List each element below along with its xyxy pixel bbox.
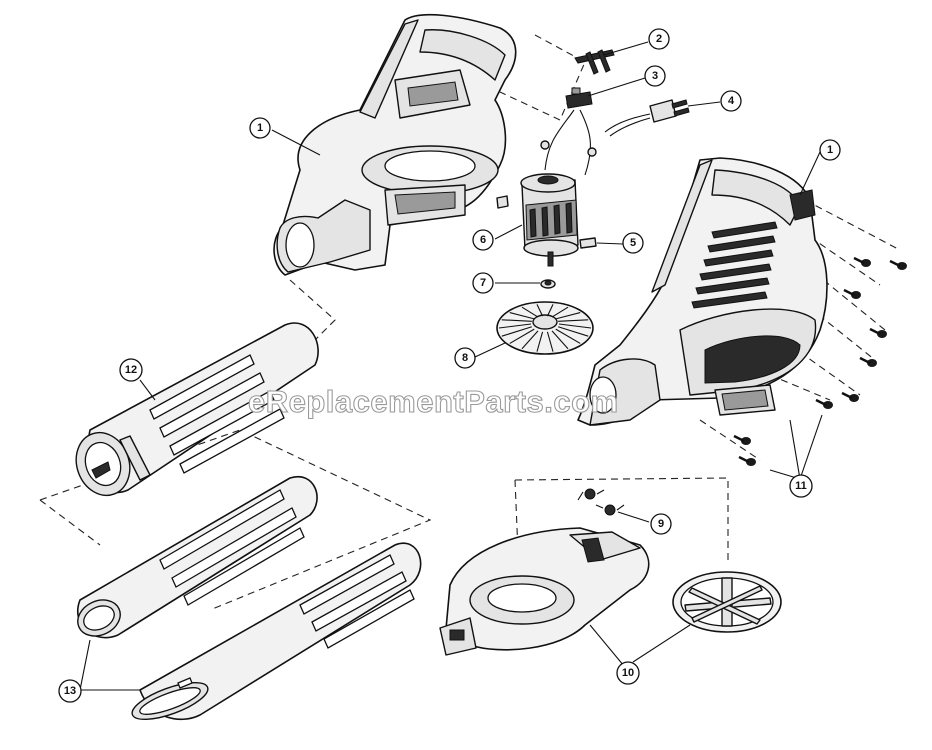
callout-6-label: 6 bbox=[480, 234, 486, 246]
callout-4-label: 4 bbox=[728, 95, 735, 107]
callout-5-label: 5 bbox=[630, 237, 636, 249]
callout-10-label: 10 bbox=[622, 667, 634, 679]
impeller-fan bbox=[496, 301, 594, 355]
fan-blade bbox=[536, 304, 544, 317]
fan-blade bbox=[558, 323, 592, 329]
screws bbox=[733, 256, 907, 466]
tube-slot bbox=[183, 527, 305, 606]
screw bbox=[889, 259, 907, 270]
tube-slot bbox=[299, 554, 395, 615]
housing-right-half bbox=[577, 157, 828, 426]
fan-blade bbox=[558, 319, 589, 322]
callout-12: 12 bbox=[119, 358, 143, 382]
screw bbox=[738, 455, 756, 466]
vent-slot bbox=[695, 277, 770, 295]
tube-slot bbox=[159, 489, 285, 570]
fan-blade bbox=[555, 312, 581, 320]
callout-2: 2 bbox=[648, 28, 670, 50]
screw bbox=[859, 356, 877, 367]
callout-10: 10 bbox=[616, 661, 640, 685]
tube-slot bbox=[311, 571, 407, 632]
callout-11: 11 bbox=[789, 474, 813, 498]
tube-slot bbox=[179, 408, 285, 474]
callout-1-right: 1 bbox=[819, 139, 841, 161]
callout-7-label: 7 bbox=[480, 277, 486, 289]
callout-1-left: 1 bbox=[249, 117, 271, 139]
fan-blade bbox=[546, 304, 554, 317]
blower-tube bbox=[75, 322, 319, 497]
callout-1-right-label: 1 bbox=[827, 144, 833, 156]
fan-blade bbox=[557, 326, 589, 337]
fan-blade bbox=[509, 328, 535, 344]
motor-wires bbox=[540, 109, 597, 176]
callout-9-label: 9 bbox=[658, 518, 664, 530]
fan-blade bbox=[509, 312, 535, 320]
tube-slot bbox=[171, 507, 297, 588]
fan-blade bbox=[521, 306, 539, 318]
motor bbox=[520, 173, 579, 267]
callout-9: 9 bbox=[650, 513, 672, 535]
vent-slot bbox=[699, 263, 772, 281]
tube-slot bbox=[323, 589, 415, 649]
tube-slot bbox=[149, 354, 255, 420]
fan-blade bbox=[521, 330, 539, 350]
callout-13: 13 bbox=[58, 679, 82, 703]
fan-blade bbox=[536, 331, 544, 352]
fan-blade bbox=[498, 323, 532, 329]
screw bbox=[853, 256, 871, 267]
callout-leaders bbox=[79, 41, 823, 691]
motor-brushes bbox=[496, 195, 597, 249]
callout-2-label: 2 bbox=[656, 33, 662, 45]
switch-bracket bbox=[574, 49, 615, 75]
inlet-cover bbox=[439, 527, 650, 656]
switch bbox=[565, 87, 593, 109]
fan-blade bbox=[551, 330, 569, 350]
vent-slot bbox=[711, 221, 778, 239]
callout-6: 6 bbox=[472, 229, 494, 251]
inlet-grate bbox=[672, 571, 782, 633]
callout-3: 3 bbox=[644, 65, 666, 87]
screw bbox=[843, 288, 861, 299]
callout-8: 8 bbox=[454, 347, 476, 369]
fan-blade bbox=[555, 328, 581, 344]
callout-7: 7 bbox=[472, 272, 494, 294]
callout-5: 5 bbox=[622, 232, 644, 254]
springs bbox=[577, 488, 625, 516]
fan-blade bbox=[501, 319, 532, 322]
vent-slot bbox=[703, 249, 774, 267]
screw bbox=[733, 434, 751, 445]
fan-blade bbox=[501, 326, 533, 337]
callout-13-label: 13 bbox=[64, 685, 76, 697]
callout-4: 4 bbox=[720, 90, 742, 112]
callout-3-label: 3 bbox=[652, 70, 658, 82]
vent-slot bbox=[707, 235, 776, 253]
blower-flat-nozzle bbox=[131, 542, 422, 721]
screw bbox=[815, 398, 833, 409]
callout-12-label: 12 bbox=[125, 364, 137, 376]
callout-1-left-label: 1 bbox=[257, 122, 263, 134]
screw bbox=[869, 327, 887, 338]
impeller-nut bbox=[540, 279, 556, 289]
fan-blade bbox=[551, 306, 569, 318]
screw bbox=[841, 391, 859, 402]
power-cord-plug bbox=[604, 99, 690, 137]
callout-11-label: 11 bbox=[795, 480, 807, 492]
blower-nozzle-tube bbox=[77, 475, 318, 639]
tube-slot bbox=[159, 372, 265, 438]
housing-left-half bbox=[273, 13, 517, 276]
watermark-text: eReplacementParts.com bbox=[248, 384, 619, 419]
fan-blade bbox=[546, 331, 554, 352]
vent-slot bbox=[691, 291, 768, 309]
tube-slot bbox=[169, 390, 275, 456]
callout-8-label: 8 bbox=[462, 352, 468, 364]
